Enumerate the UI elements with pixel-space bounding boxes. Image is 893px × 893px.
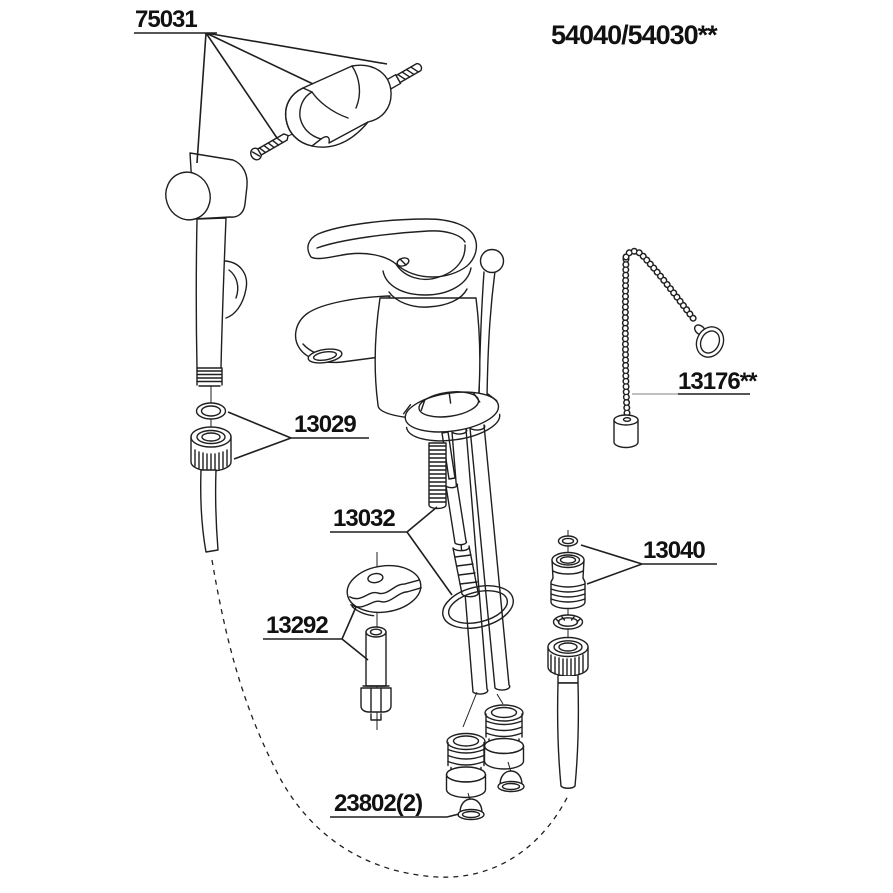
horseshoe-washer: [346, 564, 422, 617]
extension-tube: [360, 626, 392, 721]
holder-clip: [284, 64, 392, 148]
adapter-fitting: [550, 551, 586, 610]
connector-set: [445, 691, 525, 821]
chain-stopper-13176: [613, 247, 725, 449]
handle-threads: [196, 367, 223, 387]
filter-cap-right: [497, 770, 525, 793]
hose-end: [200, 469, 219, 553]
filter-cap-left: [457, 798, 485, 821]
callout-75031-label: 75031: [135, 6, 198, 33]
base-oring: [442, 585, 514, 629]
hose-union-nut: [547, 636, 589, 684]
faucet-lever: [307, 218, 478, 281]
threaded-stud: [428, 442, 447, 510]
adapter-set-13040: [547, 530, 589, 789]
callout-lines: [134, 32, 750, 818]
callout-13176-label: 13176**: [678, 368, 757, 395]
faucet-body-54040: [294, 218, 514, 695]
hose-nut-13029: [190, 426, 232, 472]
chain-ring: [695, 326, 725, 358]
callout-13032-label: 13032: [333, 505, 396, 532]
callout-13040-label: 13040: [643, 537, 706, 564]
hand-shower-trigger: [224, 260, 248, 319]
hand-shower: [165, 152, 248, 553]
mounting-set-13292: [346, 552, 422, 730]
shower-hose-loop: [211, 559, 570, 878]
hose-friction-washer: [552, 614, 584, 630]
chain-stopper-plug: [613, 414, 639, 449]
quick-connector-left: [445, 732, 487, 799]
shower-hose-end: [556, 682, 580, 789]
holder-screw: [250, 133, 289, 161]
adapter-washer: [557, 535, 579, 547]
base-escutcheon: [402, 391, 501, 442]
callout-13292-label: 13292: [266, 612, 329, 639]
callout-13029-label: 13029: [294, 411, 357, 438]
quick-connector-right: [483, 704, 525, 770]
faucet-spout: [294, 295, 391, 364]
hose-washer-13029: [195, 402, 227, 420]
callout-23802-label: 23802(2): [334, 790, 423, 817]
popup-knob: [478, 248, 505, 401]
diagram-title: 54040/54030**: [551, 20, 718, 50]
hand-shower-handle: [195, 217, 227, 369]
wall-holder-set-75031: [250, 62, 423, 161]
